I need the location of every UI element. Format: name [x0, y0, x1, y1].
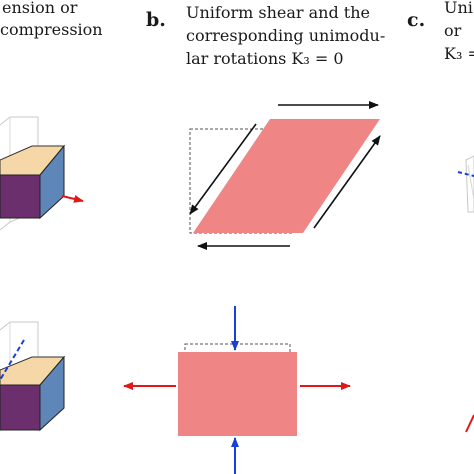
panel-c-label: c.	[407, 9, 426, 31]
shear-parallelogram	[193, 119, 380, 233]
panel-b-caption-line-3: lar rotations K₃ = 0	[186, 49, 344, 68]
panel-c-caption-line-3: K₃ =	[444, 44, 474, 63]
shear-arrow-left	[189, 123, 257, 215]
panel-a-bottom-box	[0, 321, 66, 432]
panel-a-caption-line-2: compression	[0, 20, 103, 39]
panel-a-top-red-arrow	[61, 195, 84, 203]
panel-b-caption-line-1: Uniform shear and the	[186, 3, 370, 22]
panel-b-label: b.	[146, 9, 166, 31]
panel-c-blue-dashed-axis	[457, 171, 474, 177]
compression-rectangle	[178, 352, 297, 436]
panel-b-caption-line-2: corresponding unimodu-	[186, 26, 386, 45]
panel-c-red-arrow	[465, 414, 474, 433]
panel-a-top-box	[0, 116, 66, 231]
panel-a-caption-line-1: ension or	[2, 0, 78, 17]
panel-c-caption-line-1: Uni	[444, 0, 473, 17]
panel-c-caption-line-2: or	[444, 21, 462, 40]
panel-c-partial-box	[465, 155, 474, 213]
shear-arrow-right	[313, 135, 381, 229]
